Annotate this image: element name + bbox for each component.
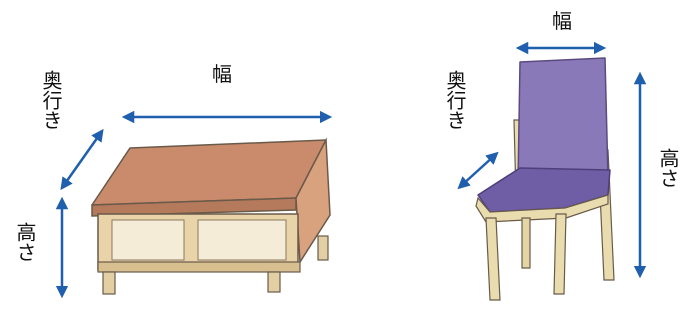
chair-seat-frame: [475, 194, 609, 223]
chair-front-leg-middle: [553, 213, 567, 295]
chair-rear-leg-middle: [521, 217, 531, 269]
chair-depth-arrow: [457, 151, 499, 190]
desk-base-rail: [97, 261, 301, 273]
desk-top: [91, 139, 327, 206]
chair-width-label: 幅: [552, 9, 572, 33]
desk-opening-right: [197, 219, 287, 261]
desk-opening-left: [111, 219, 185, 261]
desk-width-label: 幅: [212, 62, 232, 86]
desk-foot-right: [267, 271, 281, 293]
chair-backrest: [517, 57, 609, 184]
chair-front-leg-left: [485, 217, 501, 301]
desk-drawing: [91, 137, 331, 295]
desk-depth-label: 奥行き: [39, 70, 63, 130]
desk-foot-left: [102, 271, 116, 295]
desk-foot-back: [317, 235, 329, 261]
chair-depth-label: 奥行き: [443, 70, 467, 130]
desk-height-label: 高さ: [13, 222, 37, 262]
chair-height-label: 高さ: [656, 148, 680, 188]
chair-drawing: [475, 57, 615, 301]
desk-depth-arrow: [60, 128, 104, 191]
